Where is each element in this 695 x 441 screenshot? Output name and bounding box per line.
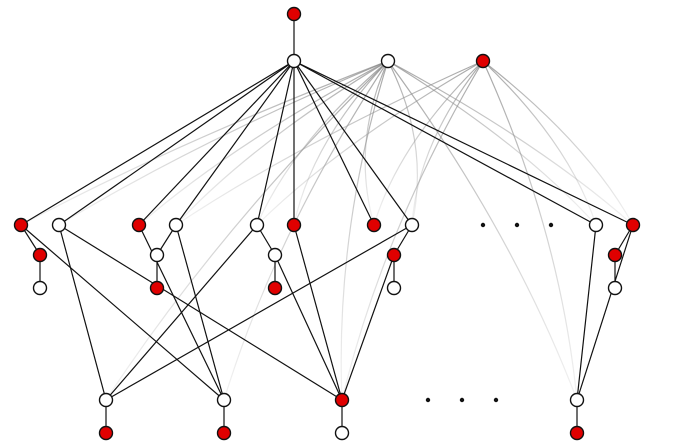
open-node <box>334 425 350 441</box>
nodes <box>13 6 641 441</box>
filled-node <box>334 392 350 408</box>
ellipsis-dot <box>548 222 554 228</box>
edge <box>175 60 295 226</box>
filled-node <box>98 425 114 441</box>
ellipsis-markers <box>425 222 554 403</box>
faded-edge <box>364 60 389 226</box>
faded-edge <box>223 60 389 401</box>
filled-node <box>475 53 491 69</box>
faded-edge <box>341 60 484 401</box>
open-node <box>149 247 165 263</box>
open-node <box>404 217 420 233</box>
faded-edge <box>256 60 389 226</box>
faded-edge <box>373 60 484 226</box>
faded-edge <box>411 60 484 226</box>
edge <box>341 254 395 401</box>
edge <box>175 224 225 401</box>
faded-edge <box>175 60 389 226</box>
open-node <box>168 217 184 233</box>
faded-edge <box>387 60 597 226</box>
open-node <box>607 280 623 296</box>
filled-node <box>131 217 147 233</box>
faded-edge <box>20 60 389 226</box>
filled-node <box>625 217 641 233</box>
open-node <box>216 392 232 408</box>
edge <box>293 60 413 226</box>
ellipsis-dot <box>459 397 465 403</box>
ellipsis-dot <box>480 222 486 228</box>
edge <box>293 60 634 226</box>
filled-node <box>267 280 283 296</box>
ellipsis-dot <box>425 397 431 403</box>
open-node <box>267 247 283 263</box>
faded-edge <box>138 60 389 226</box>
open-node <box>588 217 604 233</box>
open-node <box>286 53 302 69</box>
open-node <box>249 217 265 233</box>
open-node <box>569 392 585 408</box>
solid-edges <box>20 14 634 433</box>
open-node <box>51 217 67 233</box>
edge <box>256 60 295 226</box>
faded-edge <box>387 60 634 226</box>
filled-node <box>366 217 382 233</box>
filled-node <box>569 425 585 441</box>
edge <box>20 224 225 401</box>
filled-node <box>13 217 29 233</box>
edge <box>58 60 295 226</box>
faded-edge <box>340 60 389 401</box>
faded-edges <box>20 60 634 401</box>
filled-node <box>286 217 302 233</box>
ellipsis-dot <box>514 222 520 228</box>
filled-node <box>286 6 302 22</box>
open-node <box>380 53 396 69</box>
edge <box>293 60 597 226</box>
faded-edge <box>482 60 578 401</box>
edge <box>293 60 375 226</box>
filled-node <box>386 247 402 263</box>
faded-edge <box>105 60 389 401</box>
open-node <box>32 280 48 296</box>
edge <box>138 60 295 226</box>
filled-node <box>607 247 623 263</box>
open-node <box>98 392 114 408</box>
edge <box>58 224 107 401</box>
faded-edge <box>256 60 484 226</box>
edge <box>576 224 597 401</box>
edge <box>293 224 343 401</box>
edge <box>105 224 258 401</box>
filled-node <box>32 247 48 263</box>
faded-edge <box>175 60 484 226</box>
edge <box>274 254 343 401</box>
faded-edge <box>293 60 389 226</box>
edge <box>576 224 634 401</box>
faded-edge <box>58 60 389 226</box>
filled-node <box>216 425 232 441</box>
ellipsis-dot <box>493 397 499 403</box>
filled-node <box>149 280 165 296</box>
faded-edge <box>482 60 634 226</box>
edge <box>105 224 413 401</box>
edge <box>20 60 295 226</box>
faded-edge <box>387 60 578 401</box>
faded-edge <box>387 60 418 226</box>
open-node <box>386 280 402 296</box>
faded-edge <box>482 60 597 226</box>
